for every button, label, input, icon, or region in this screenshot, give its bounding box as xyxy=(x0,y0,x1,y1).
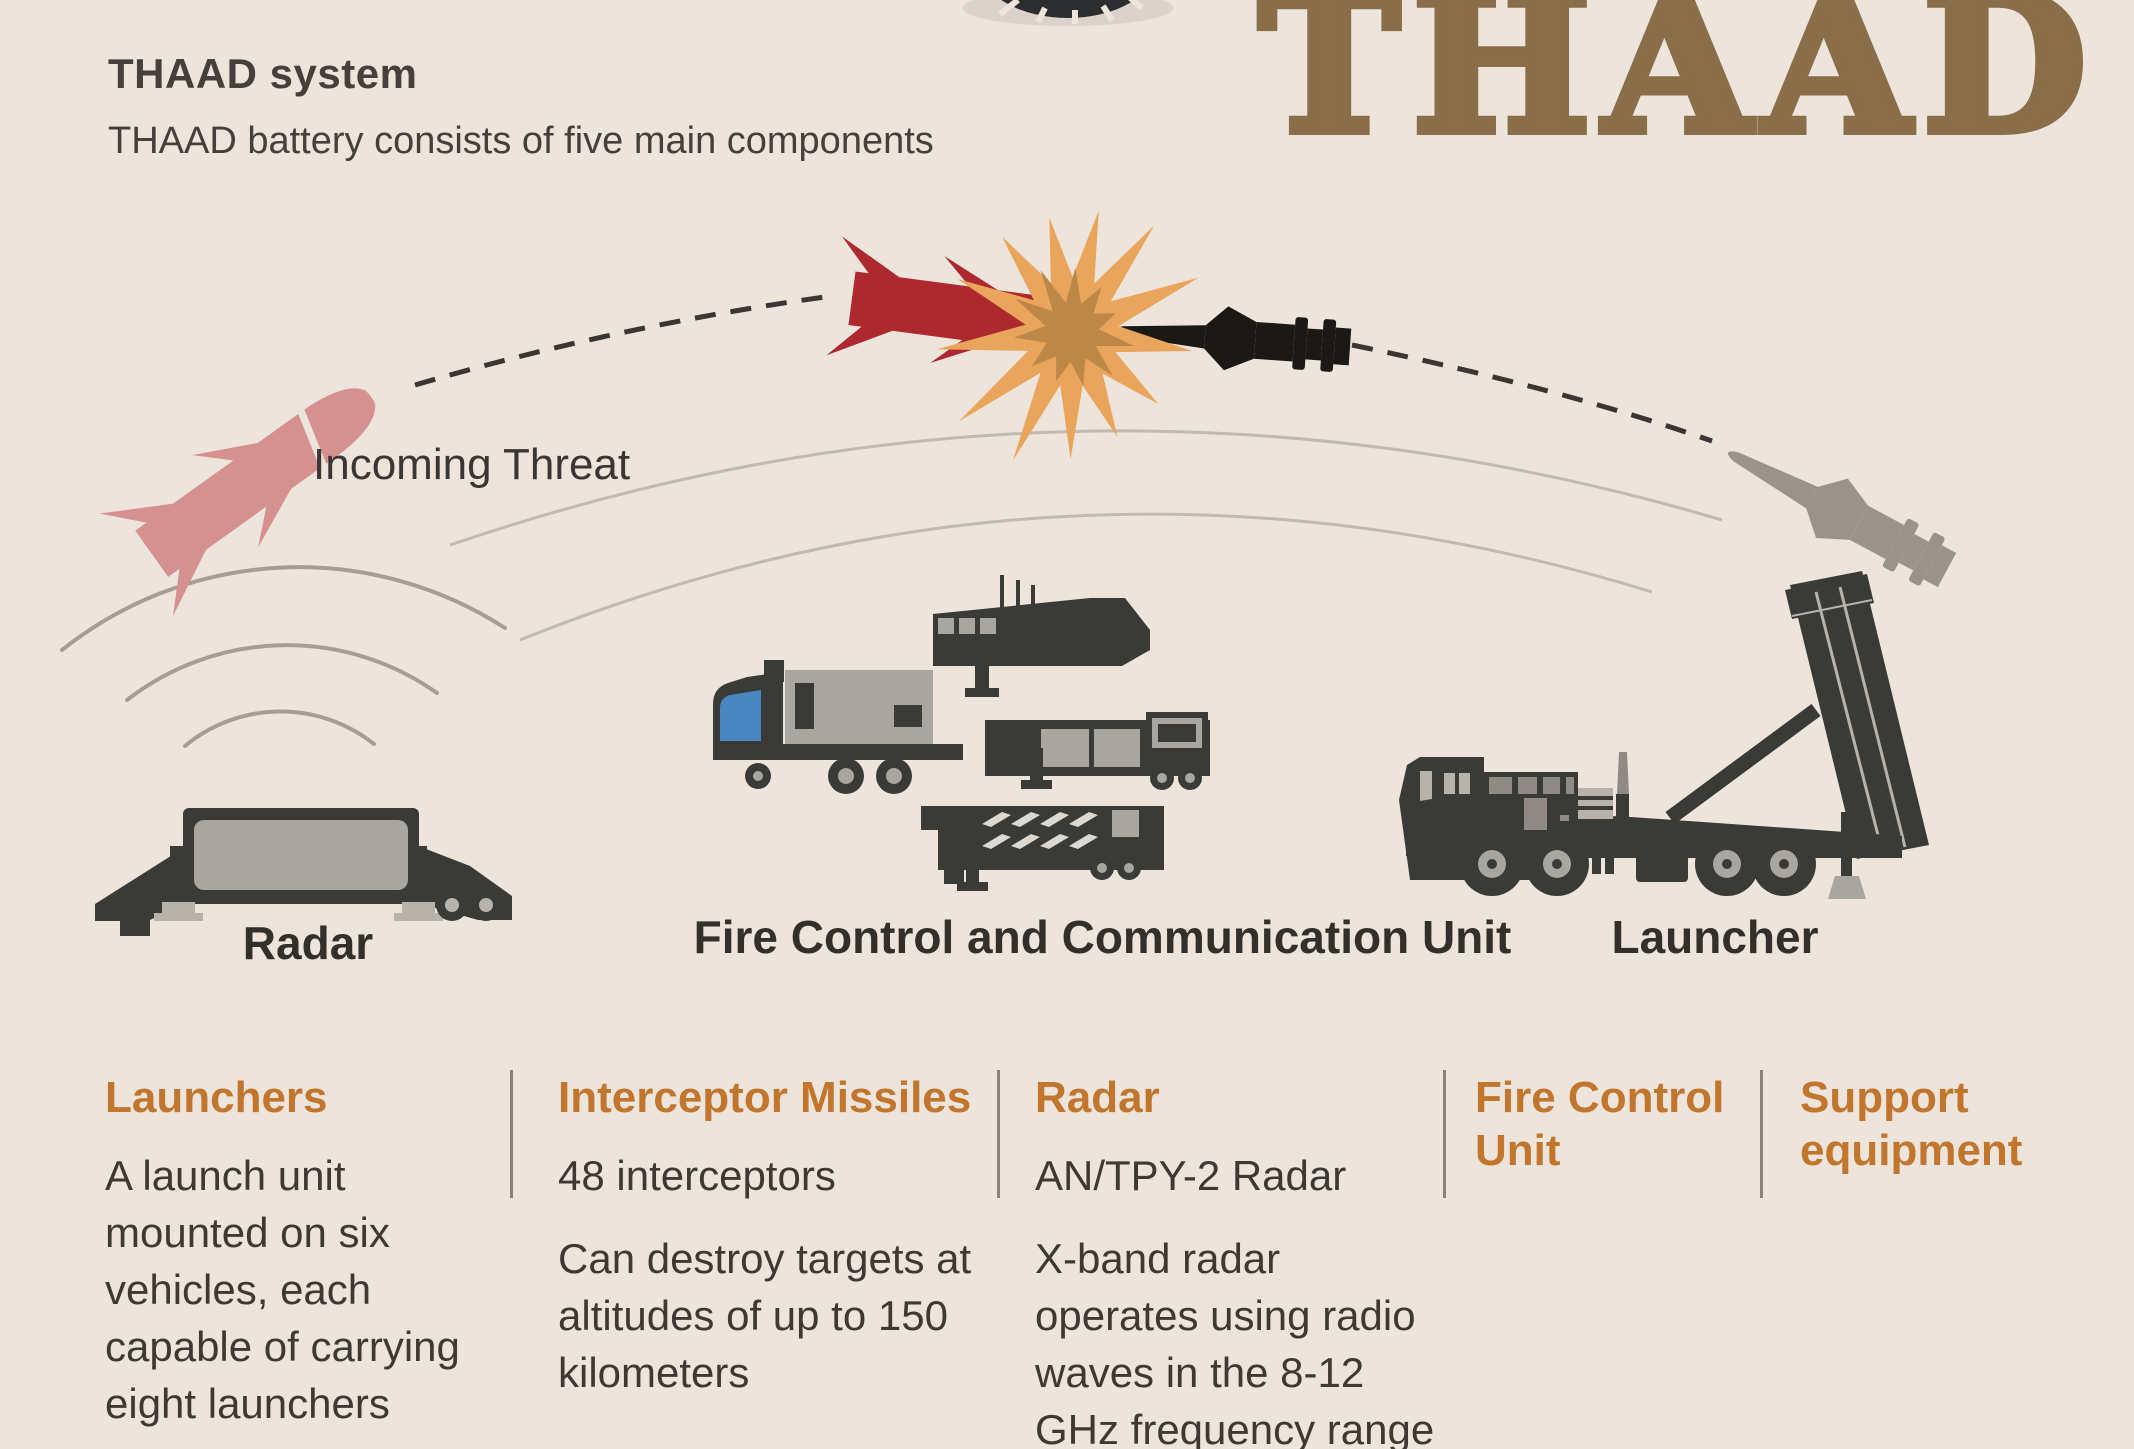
info-column-interceptors: Interceptor Missiles 48 interceptors Can… xyxy=(558,1072,978,1427)
tire-icon xyxy=(963,0,1173,26)
trajectory-arcs xyxy=(449,429,1723,642)
page-subtitle: THAAD battery consists of five main comp… xyxy=(108,120,934,162)
comm-trailer-van-icon xyxy=(985,712,1210,790)
column-heading: Launchers xyxy=(105,1073,328,1122)
interceptor-missile-gray-icon xyxy=(1712,422,1963,600)
launcher-label: Launcher xyxy=(1611,911,1819,963)
fire-control-label: Fire Control and Communication Unit xyxy=(693,911,1512,963)
explosion-icon xyxy=(936,210,1199,461)
column-heading: Fire Control Unit xyxy=(1475,1073,1725,1175)
column-divider xyxy=(997,1070,1000,1198)
comm-trailer-antenna-icon xyxy=(933,575,1150,697)
column-text: Can destroy targets at altitudes of up t… xyxy=(558,1234,972,1397)
column-heading: Support equipment xyxy=(1800,1073,2023,1175)
thaad-logo: THAAD xyxy=(1254,0,2099,176)
radar-label: Radar xyxy=(242,917,374,969)
fire-control-truck-icon xyxy=(713,660,963,794)
page-title: THAAD system xyxy=(108,50,418,97)
column-divider xyxy=(510,1070,513,1198)
column-text: X-band radar operates using radio waves … xyxy=(1035,1234,1435,1449)
flight-path-dashes xyxy=(414,293,1713,444)
info-column-radar: Radar AN/TPY-2 Radar X-band radar operat… xyxy=(1035,1072,1435,1449)
column-text: A launch unit mounted on six vehicles, e… xyxy=(105,1151,460,1428)
incoming-threat-label: Incoming Threat xyxy=(313,440,631,489)
column-divider xyxy=(1443,1070,1446,1198)
column-text: 48 interceptors xyxy=(558,1151,836,1199)
info-column-launchers: Launchers A launch unit mounted on six v… xyxy=(105,1072,500,1449)
radar-waves-icon xyxy=(60,565,507,748)
launcher-truck-icon xyxy=(1399,571,1929,899)
column-heading: Radar xyxy=(1035,1073,1160,1122)
column-text: AN/TPY-2 Radar xyxy=(1035,1151,1347,1199)
radar-vehicle-icon xyxy=(95,808,512,936)
column-heading: Interceptor Missiles xyxy=(558,1073,972,1122)
comm-trailer-rack-icon xyxy=(921,806,1164,891)
column-divider xyxy=(1760,1070,1763,1198)
info-column-support: Support equipment xyxy=(1800,1072,2090,1200)
info-column-fire-control: Fire Control Unit xyxy=(1475,1072,1735,1200)
